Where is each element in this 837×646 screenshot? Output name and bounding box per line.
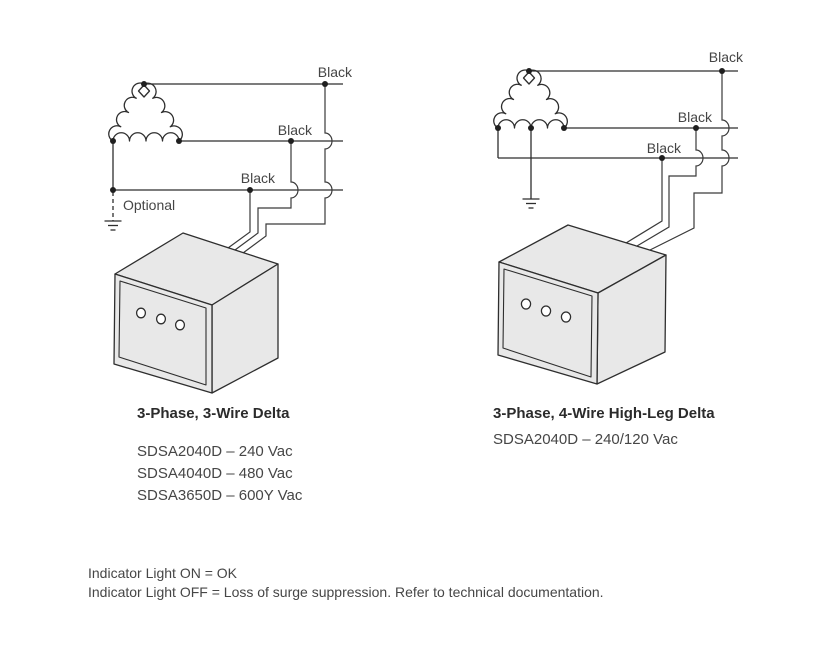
indicator-light [135, 307, 147, 319]
left-wire-label-bottom: Black [241, 170, 276, 186]
note-line-on: Indicator Light ON = OK [88, 565, 238, 581]
left-diagram: Black Black Black Optional [104, 64, 353, 394]
indicator-light [520, 298, 532, 310]
right-junction-dots [495, 68, 725, 161]
left-drop-wire-b [234, 141, 299, 251]
earth-ground-icon [522, 128, 540, 209]
right-wire-label-bottom: Black [647, 140, 682, 156]
model-line: SDSA2040D – 240 Vac [137, 443, 293, 460]
model-line: SDSA3650D – 600Y Vac [137, 487, 303, 504]
box-front-panel [118, 280, 207, 386]
indicator-light [560, 311, 572, 323]
model-line: SDSA2040D – 240/120 Vac [493, 431, 678, 448]
indicator-light-notes: Indicator Light ON = OK Indicator Light … [88, 564, 604, 602]
delta-transformer-icon [108, 82, 183, 142]
right-drop-wire-a [649, 71, 730, 251]
box-front-face [497, 261, 599, 385]
right-diagram-title: 3-Phase, 4-Wire High-Leg Delta [493, 405, 715, 422]
left-model-list: SDSA2040D – 240 Vac SDSA4040D – 480 Vac … [137, 441, 302, 507]
left-drop-wire-c [227, 190, 251, 249]
left-wire-label-middle: Black [278, 122, 313, 138]
indicator-light [540, 305, 552, 317]
optional-ground-label: Optional [123, 197, 175, 213]
left-diagram-title: 3-Phase, 3-Wire Delta [137, 405, 290, 422]
indicator-light [174, 319, 186, 331]
left-wire-label-top: Black [318, 64, 353, 80]
right-drop-wire-b [636, 128, 704, 247]
left-junction-dots [110, 81, 328, 193]
right-model-list: SDSA2040D – 240/120 Vac [493, 429, 678, 451]
delta-transformer-center-tap-icon [493, 69, 568, 129]
right-wire-label-top: Black [709, 49, 744, 65]
indicator-light [155, 313, 167, 325]
optional-ground-icon [104, 192, 122, 231]
right-surge-protector-box [497, 224, 667, 385]
right-drop-wire-c [625, 158, 663, 244]
left-drop-wire-a [242, 84, 333, 254]
left-surge-protector-box [113, 232, 279, 394]
model-line: SDSA4040D – 480 Vac [137, 465, 293, 482]
right-wire-label-middle: Black [678, 109, 713, 125]
box-front-panel [502, 268, 593, 378]
right-diagram: Black Black Black [493, 49, 744, 385]
note-line-off: Indicator Light OFF = Loss of surge supp… [88, 584, 604, 600]
